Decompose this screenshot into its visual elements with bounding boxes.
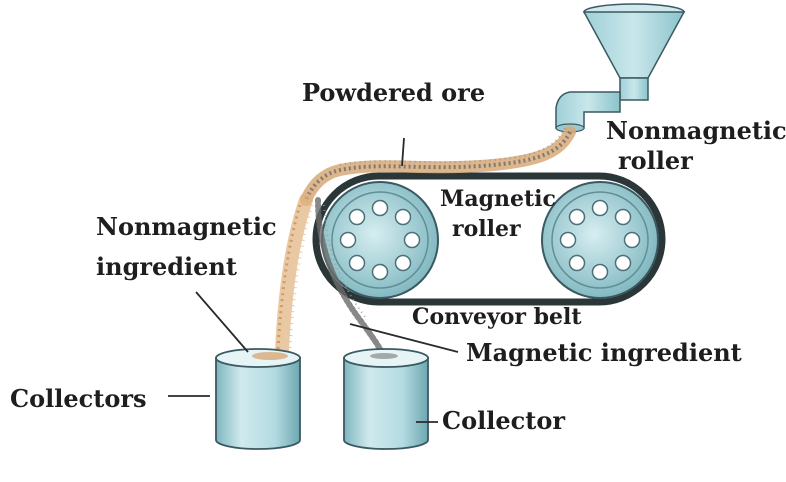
nonmagnetic-roller [541,181,659,299]
label-magnetic-roller-line1: Magnetic [440,186,556,212]
magnetic-stream [315,197,387,359]
nonmagnetic-stream [275,193,314,357]
label-nonmagnetic-ingredient-line2: ingredient [96,252,237,281]
label-collectors: Collectors [10,384,147,413]
label-powdered-ore: Powdered ore [302,78,486,107]
collector-right [343,348,429,450]
label-magnetic-ingredient: Magnetic ingredient [466,338,742,367]
label-nonmagnetic-roller-line2: roller [618,146,693,175]
label-collector: Collector [442,406,565,435]
label-nonmagnetic-roller-line1: Nonmagnetic [606,116,786,145]
label-magnetic-roller-line2: roller [452,216,521,242]
collector-left [215,348,301,450]
leader-lines [168,137,459,423]
leader-magnetic-ingredient [349,323,459,353]
ore-stream [300,126,576,206]
label-conveyor-belt: Conveyor belt [412,304,582,330]
leader-nonmagnetic-ingredient [195,291,249,353]
magnetic-roller [321,181,439,299]
leader-powdered-ore [401,137,405,167]
hopper [555,3,686,133]
label-nonmagnetic-ingredient-line1: Nonmagnetic [96,212,277,241]
